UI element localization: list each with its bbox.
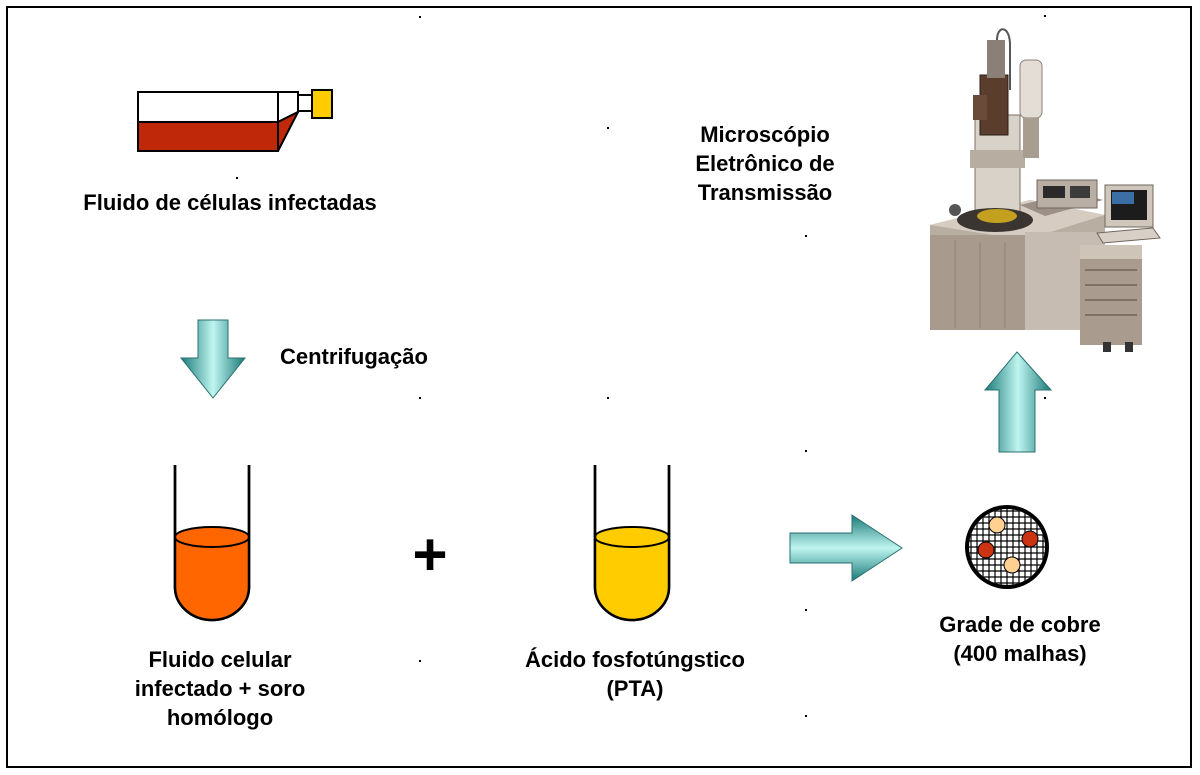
- stray-dot: [236, 177, 238, 179]
- centrifugation-label: Centrifugação: [280, 344, 428, 369]
- tube1-label: Fluido celular infectado + soro homólogo: [100, 645, 340, 732]
- stray-dot: [419, 16, 421, 18]
- grid-label-line2: (400 malhas): [953, 641, 1087, 666]
- stray-dot: [805, 450, 807, 452]
- stray-dot: [607, 397, 609, 399]
- microscope-label-line1: Microscópio: [700, 122, 830, 147]
- right-arrow-icon: [789, 514, 903, 582]
- tube2-label: Ácido fosfotúngstico (PTA): [500, 645, 770, 703]
- tube1-label-line2: infectado + soro: [134, 676, 306, 701]
- tube1-label-line3: homólogo: [166, 705, 274, 730]
- test-tube-icon: [173, 465, 251, 622]
- down-arrow-icon: [179, 319, 247, 399]
- test-tube-icon: [593, 465, 671, 622]
- stray-dot: [805, 715, 807, 717]
- flask-icon: [137, 89, 333, 152]
- stray-dot: [1044, 15, 1046, 17]
- microscope-label: Microscópio Eletrônico de Transmissão: [650, 120, 880, 207]
- flask-label: Fluido de células infectadas: [83, 190, 377, 215]
- electron-microscope-icon: [930, 28, 1161, 352]
- grid-label: Grade de cobre (400 malhas): [900, 610, 1140, 668]
- stray-dot: [607, 127, 609, 129]
- up-arrow-icon: [983, 351, 1053, 453]
- tube2-label-line2: (PTA): [606, 676, 664, 701]
- diagram-frame: [6, 6, 1192, 768]
- stray-dot: [419, 660, 421, 662]
- grid-label-line1: Grade de cobre: [939, 612, 1101, 637]
- stray-dot: [805, 235, 807, 237]
- stray-dot: [805, 609, 807, 611]
- stray-dot: [1044, 397, 1046, 399]
- microscope-label-line2: Eletrônico de: [695, 151, 835, 176]
- tube2-label-line1: Ácido fosfotúngstico: [525, 647, 745, 672]
- tube1-label-line1: Fluido celular: [148, 647, 292, 672]
- copper-grid-icon: [965, 505, 1049, 589]
- microscope-label-line3: Transmissão: [697, 180, 833, 205]
- stray-dot: [419, 397, 421, 399]
- plus-sign: +: [412, 521, 448, 588]
